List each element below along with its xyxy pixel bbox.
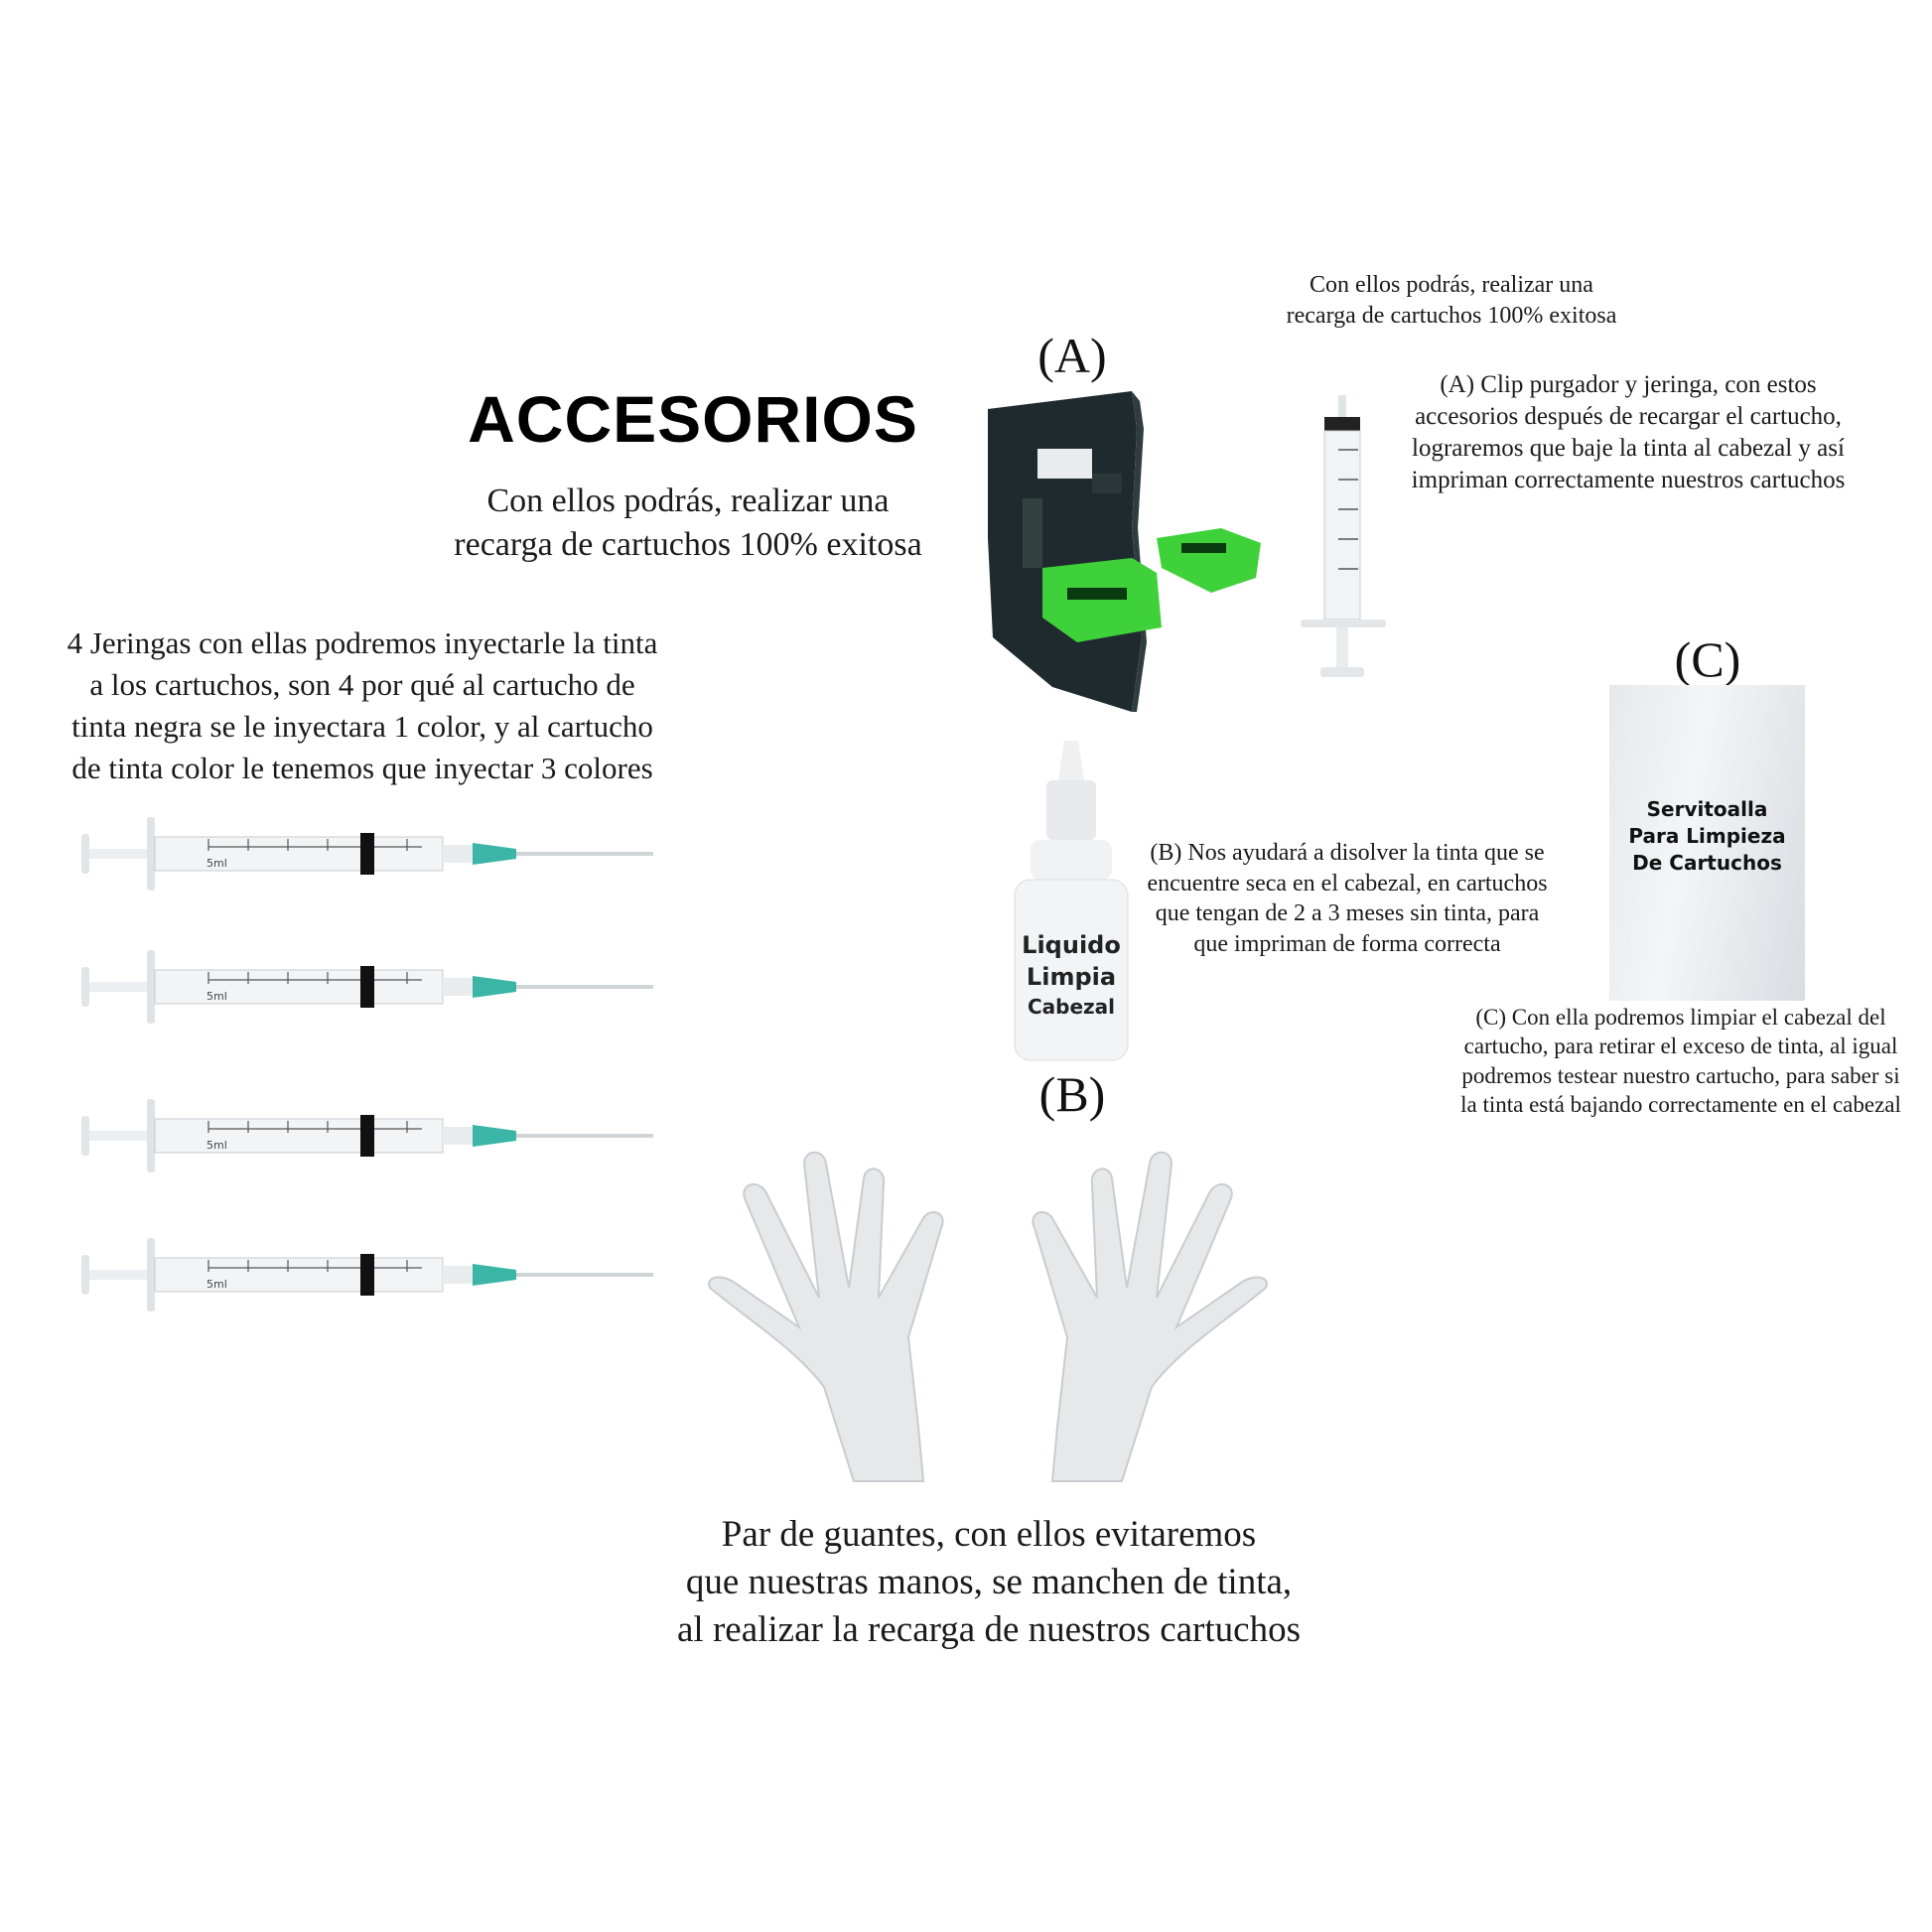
cleaning-liquid-bottle: Liquido Limpia Cabezal xyxy=(1013,741,1130,1063)
desc-line: la tinta está bajando correctamente en e… xyxy=(1460,1092,1901,1118)
item-a-description: (A) Clip purgador y jeringa, con estos a… xyxy=(1370,369,1886,496)
desc-line: tinta negra se le inyectara 1 color, y a… xyxy=(71,708,653,744)
towel-line: Para Limpieza xyxy=(1628,824,1786,848)
desc-line: accesorios después de recargar el cartuc… xyxy=(1415,403,1842,430)
item-c-description: (C) Con ella podremos limpiar el cabezal… xyxy=(1433,1003,1929,1120)
desc-line: 4 Jeringas con ellas podremos inyectarle… xyxy=(67,625,658,660)
item-b-description: (B) Nos ayudará a disolver la tinta que … xyxy=(1124,838,1571,960)
label-c: (C) xyxy=(1674,631,1741,687)
desc-line: al realizar la recarga de nuestros cartu… xyxy=(677,1609,1301,1651)
desc-line: a los cartuchos, son 4 por qué al cartuc… xyxy=(89,666,635,702)
towel-line: Servitoalla xyxy=(1646,797,1768,821)
syringes-description: 4 Jeringas con ellas podremos inyectarle… xyxy=(15,622,710,788)
syringe-barrel-label: 5ml xyxy=(207,990,227,1003)
bottle-line: Cabezal xyxy=(1027,994,1116,1019)
syringe-image: 5ml xyxy=(79,1230,655,1319)
syringe-image: 5ml xyxy=(79,942,655,1032)
subtitle-line: recarga de cartuchos 100% exitosa xyxy=(454,525,922,563)
top-caption-line: Con ellos podrás, realizar una xyxy=(1310,272,1593,298)
desc-line: (B) Nos ayudará a disolver la tinta que … xyxy=(1150,840,1545,866)
desc-line: (A) Clip purgador y jeringa, con estos xyxy=(1440,371,1817,398)
desc-line: podremos testear nuestro cartucho, para … xyxy=(1461,1062,1900,1088)
syringe-vertical-image xyxy=(1299,395,1388,683)
desc-line: impriman correctamente nuestros cartucho… xyxy=(1411,467,1846,493)
towel-line: De Cartuchos xyxy=(1632,851,1782,875)
page-title: ACCESORIOS xyxy=(468,382,918,456)
desc-line: cartucho, para retirar el exceso de tint… xyxy=(1463,1034,1898,1059)
syringe-barrel-label: 5ml xyxy=(207,857,227,870)
syringe-image: 5ml xyxy=(79,1091,655,1180)
desc-line: que nuestras manos, se manchen de tinta, xyxy=(685,1562,1293,1603)
desc-line: que impriman de forma correcta xyxy=(1193,931,1501,958)
paper-towel-image: Servitoalla Para Limpieza De Cartuchos xyxy=(1609,685,1805,1001)
label-b: (B) xyxy=(1038,1066,1106,1122)
purge-clip-image xyxy=(983,389,1266,717)
desc-line: de tinta color le tenemos que inyectar 3… xyxy=(71,750,653,785)
gloves-image xyxy=(705,1139,1271,1486)
bottle-label: Liquido Limpia Cabezal xyxy=(1013,929,1130,1021)
top-caption-line: recarga de cartuchos 100% exitosa xyxy=(1286,302,1617,329)
syringe-image: 5ml xyxy=(79,809,655,898)
page-subtitle: Con ellos podrás, realizar una recarga d… xyxy=(390,480,986,566)
gloves-description: Par de guantes, con ellos evitaremos que… xyxy=(542,1511,1436,1654)
towel-label: Servitoalla Para Limpieza De Cartuchos xyxy=(1609,796,1805,877)
desc-line: lograremos que baje la tinta al cabezal … xyxy=(1412,435,1845,462)
top-caption: Con ellos podrás, realizar una recarga d… xyxy=(1253,270,1650,331)
desc-line: (C) Con ella podremos limpiar el cabezal… xyxy=(1475,1005,1886,1030)
bottle-line: Liquido xyxy=(1022,931,1121,959)
bottle-line: Limpia xyxy=(1026,963,1117,992)
syringe-barrel-label: 5ml xyxy=(207,1139,227,1152)
desc-line: que tengan de 2 a 3 meses sin tinta, par… xyxy=(1155,900,1540,927)
desc-line: Par de guantes, con ellos evitaremos xyxy=(721,1514,1257,1555)
syringe-barrel-label: 5ml xyxy=(207,1278,227,1291)
subtitle-line: Con ellos podrás, realizar una xyxy=(486,483,890,519)
desc-line: encuentre seca en el cabezal, en cartuch… xyxy=(1147,870,1548,897)
label-a: (A) xyxy=(1037,328,1107,383)
